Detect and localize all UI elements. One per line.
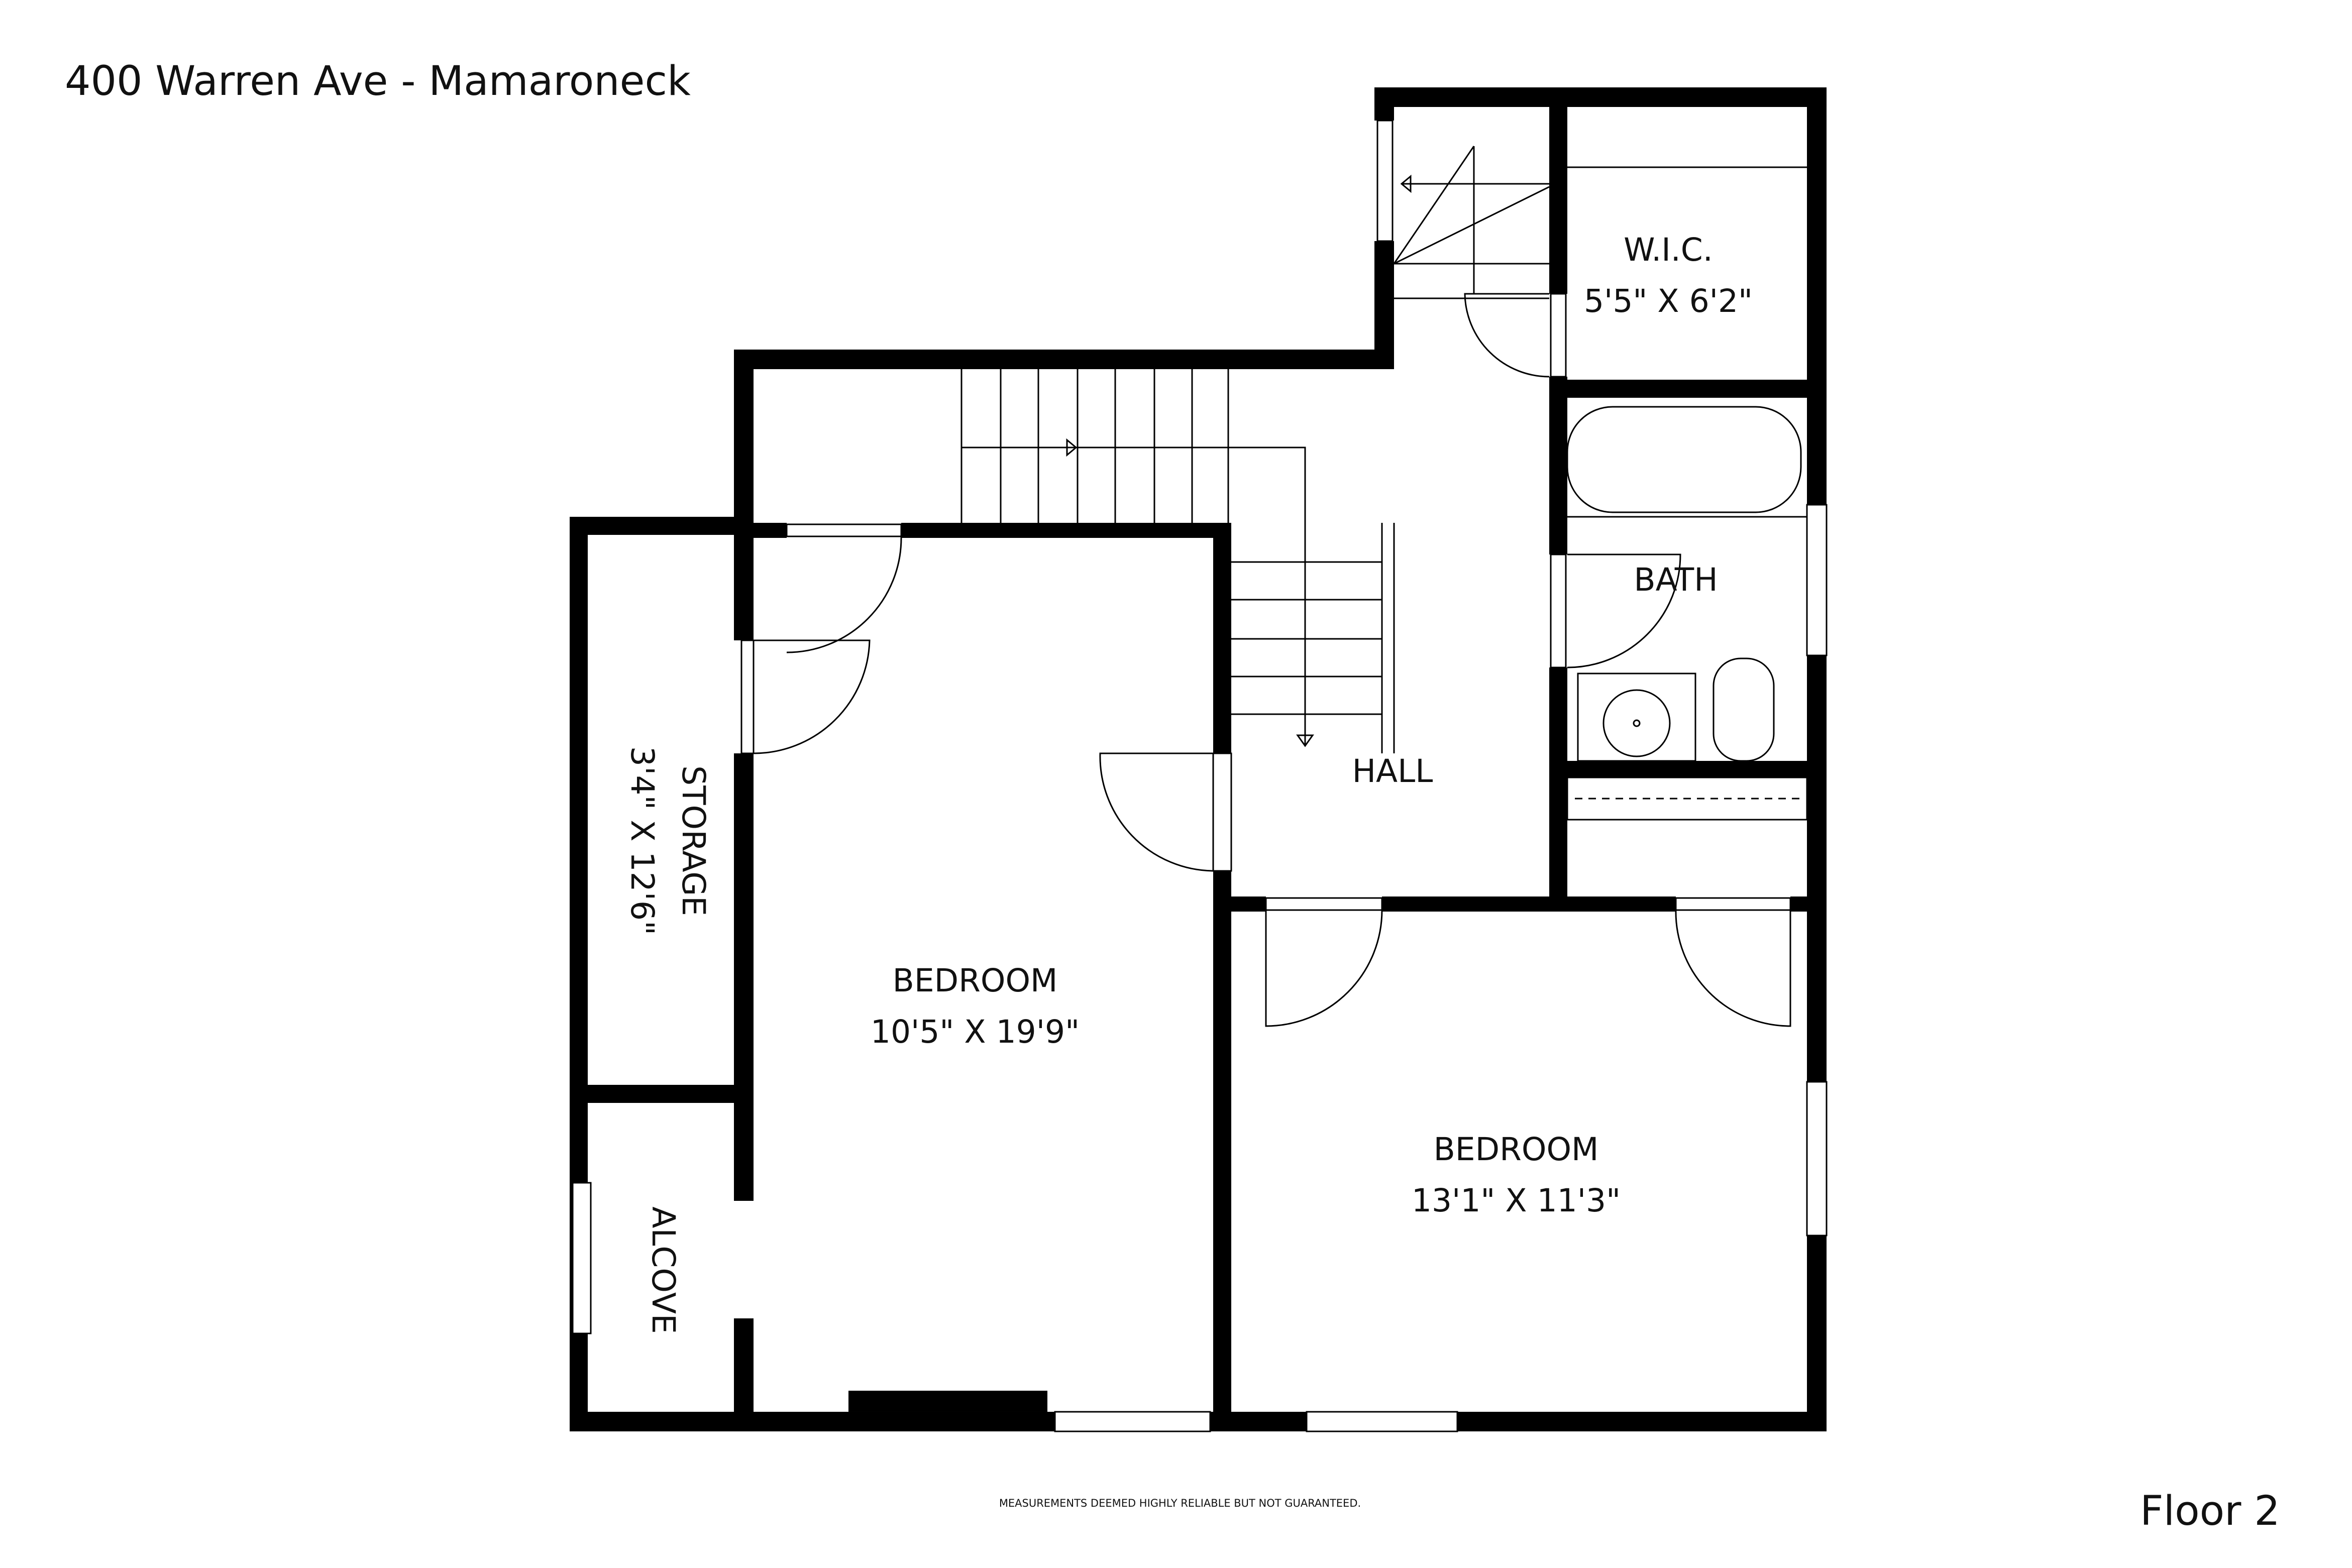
sink-vanity	[1577, 673, 1696, 762]
wic-name: W.I.C.	[1624, 232, 1713, 268]
storage-name: STORAGE	[675, 765, 712, 916]
stairs	[960, 146, 1550, 753]
walls	[569, 87, 1827, 1431]
bedroom1-dims: 10'5" X 19'9"	[871, 1014, 1080, 1050]
wic-dims: 5'5" X 6'2"	[1584, 283, 1753, 319]
bathtub	[1566, 406, 1802, 513]
bedroom2-dims: 13'1" X 11'3"	[1412, 1182, 1621, 1219]
storage-dims: 3'4" X 12'6"	[624, 746, 661, 935]
hall-name: HALL	[1352, 753, 1433, 790]
windows	[572, 120, 1828, 1432]
bath-name: BATH	[1634, 562, 1718, 598]
doors	[740, 293, 1791, 1027]
property-title: 400 Warren Ave - Mamaroneck	[65, 58, 691, 105]
toilet	[1713, 657, 1775, 762]
alcove-name: ALCOVE	[645, 1206, 682, 1334]
fixtures	[1566, 166, 1808, 821]
floor-label: Floor 2	[2140, 1488, 2280, 1535]
room-labels: W.I.C. 5'5" X 6'2" BATH HALL BEDROOM 10'…	[624, 232, 1753, 1334]
disclaimer: MEASUREMENTS DEEMED HIGHLY RELIABLE BUT …	[999, 1497, 1361, 1509]
bedroom2-name: BEDROOM	[1434, 1131, 1599, 1168]
bedroom1-name: BEDROOM	[893, 962, 1058, 999]
